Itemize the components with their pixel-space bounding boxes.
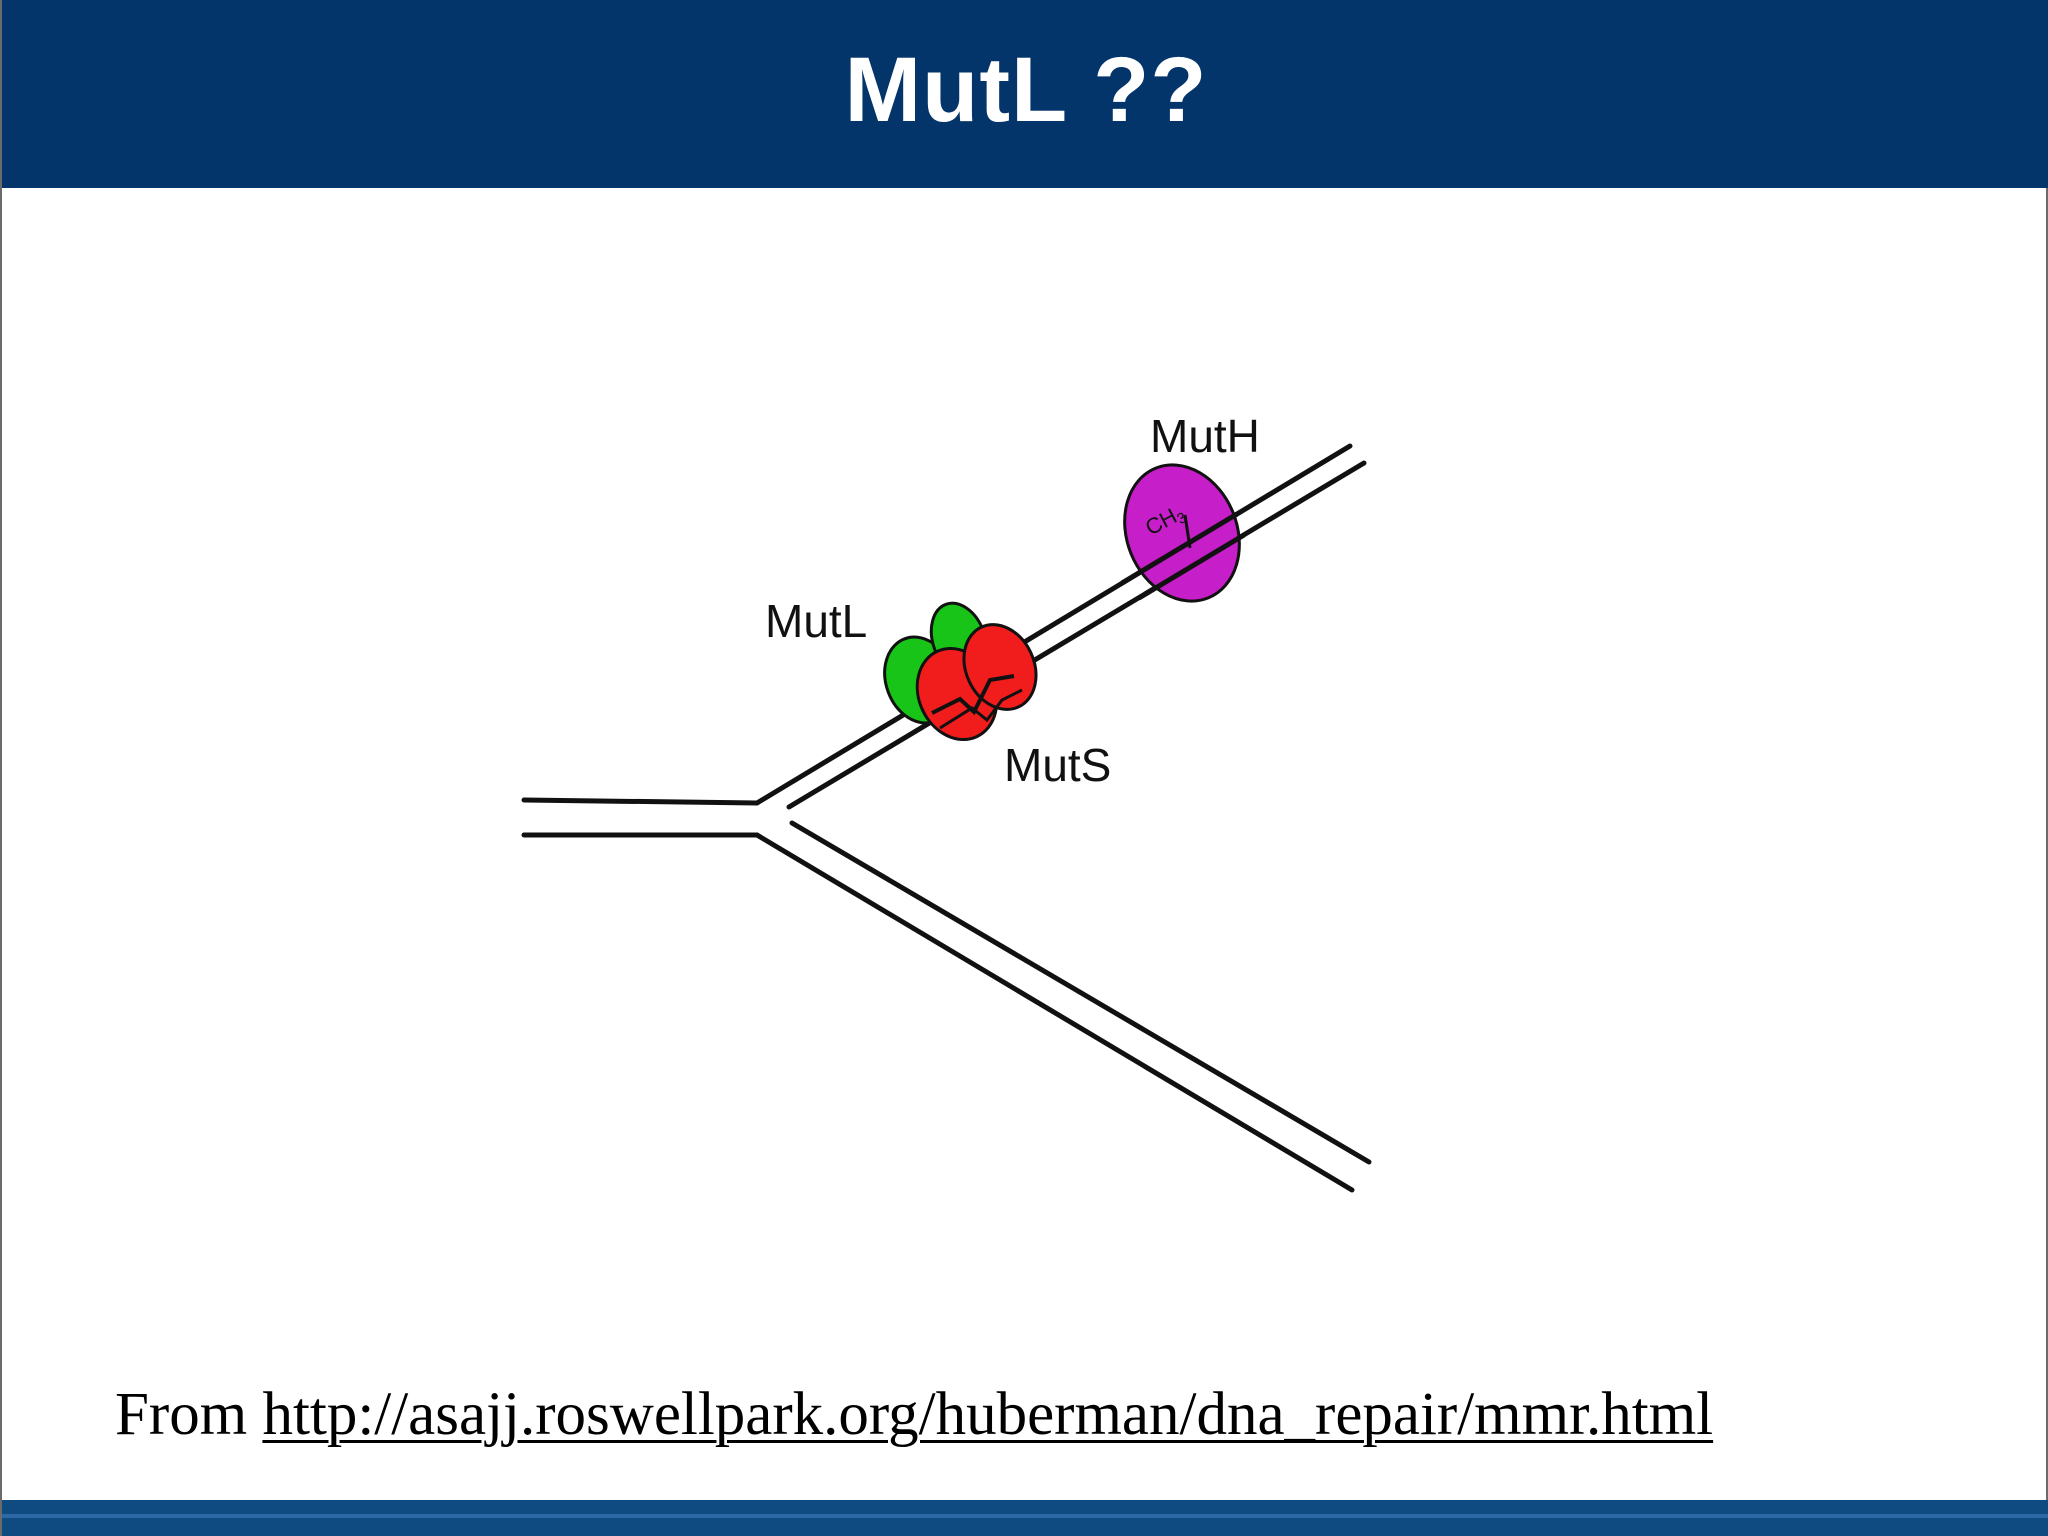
muth-protein: CH3 bbox=[1120, 463, 1246, 603]
footer-divider bbox=[2, 1514, 2048, 1518]
footer-bar bbox=[2, 1500, 2048, 1536]
caption-prefix: From bbox=[115, 1381, 263, 1448]
upper-branch-strand-inner bbox=[786, 460, 1367, 810]
title-bar: MutL ?? bbox=[2, 0, 2048, 188]
muth-ellipse bbox=[1123, 463, 1241, 603]
mismatch-kink-inner bbox=[939, 688, 1023, 730]
muth-strand-overlay-a bbox=[1120, 511, 1239, 586]
parent-strand-top bbox=[521, 797, 760, 806]
source-link[interactable]: http://asajj.roswellpark.org/huberman/dn… bbox=[262, 1381, 1714, 1448]
dna-strands bbox=[521, 443, 1372, 1193]
muts-label: MutS bbox=[1004, 739, 1111, 791]
lower-branch-strand-outer bbox=[754, 832, 1355, 1193]
muts-protein bbox=[915, 623, 1038, 742]
muth-label: MutH bbox=[1150, 410, 1260, 462]
lower-branch-strand-inner bbox=[789, 820, 1372, 1165]
dna-replication-fork-diagram: CH3 MutH MutL MutS bbox=[521, 410, 1372, 1193]
mutl-label: MutL bbox=[765, 595, 867, 647]
slide-title: MutL ?? bbox=[844, 38, 1208, 141]
mismatch-kink bbox=[931, 674, 1015, 716]
upper-branch-strand-outer bbox=[754, 443, 1353, 806]
muth-strand-overlay-b bbox=[1137, 532, 1246, 601]
source-caption: From http://asajj.roswellpark.org/huberm… bbox=[115, 1380, 1713, 1450]
muts-subunit-right bbox=[962, 623, 1038, 711]
